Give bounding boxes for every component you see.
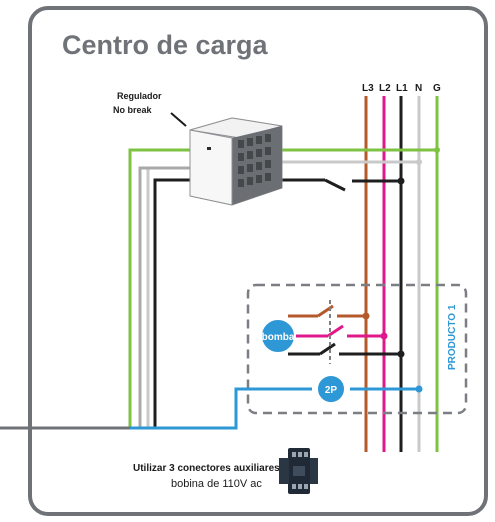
- bus-label-n: N: [415, 83, 422, 94]
- neutral-junction: [416, 159, 422, 165]
- junction-l1: [397, 350, 405, 358]
- junction-l3: [362, 312, 370, 320]
- regulator-label-line2: No break: [113, 105, 153, 115]
- regulator-icon: [189, 117, 283, 206]
- ground-wire: [128, 148, 437, 428]
- junction-n: [415, 385, 423, 393]
- regulator-label-line1: Regulador: [117, 91, 162, 101]
- page-title: Centro de carga: [62, 30, 269, 60]
- ground-junction: [434, 147, 440, 153]
- note-line1: Utilizar 3 conectores auxiliares: [133, 463, 280, 474]
- breaker-icon: [316, 374, 346, 404]
- pump-icon: [260, 318, 296, 354]
- note-line2: bobina de 110V ac: [171, 478, 262, 490]
- junction-l2: [380, 332, 388, 340]
- regulator-pointer: [170, 112, 187, 127]
- main-switch-blade: [324, 178, 346, 192]
- pump-switch-l1: [319, 342, 336, 356]
- pump-label: bomba: [262, 332, 295, 343]
- product-label: PRODUCTO 1: [447, 304, 458, 370]
- bus-label-l1: L1: [396, 83, 408, 94]
- breaker-label: 2P: [325, 385, 338, 396]
- pump-switch-l2: [327, 324, 344, 338]
- contactor-icon: [279, 448, 318, 494]
- bus-label-l2: L2: [379, 83, 391, 94]
- product-box: [246, 283, 468, 415]
- bus-label-l3: L3: [362, 83, 374, 94]
- line-junction: [397, 177, 405, 185]
- bus-label-g: G: [433, 83, 441, 94]
